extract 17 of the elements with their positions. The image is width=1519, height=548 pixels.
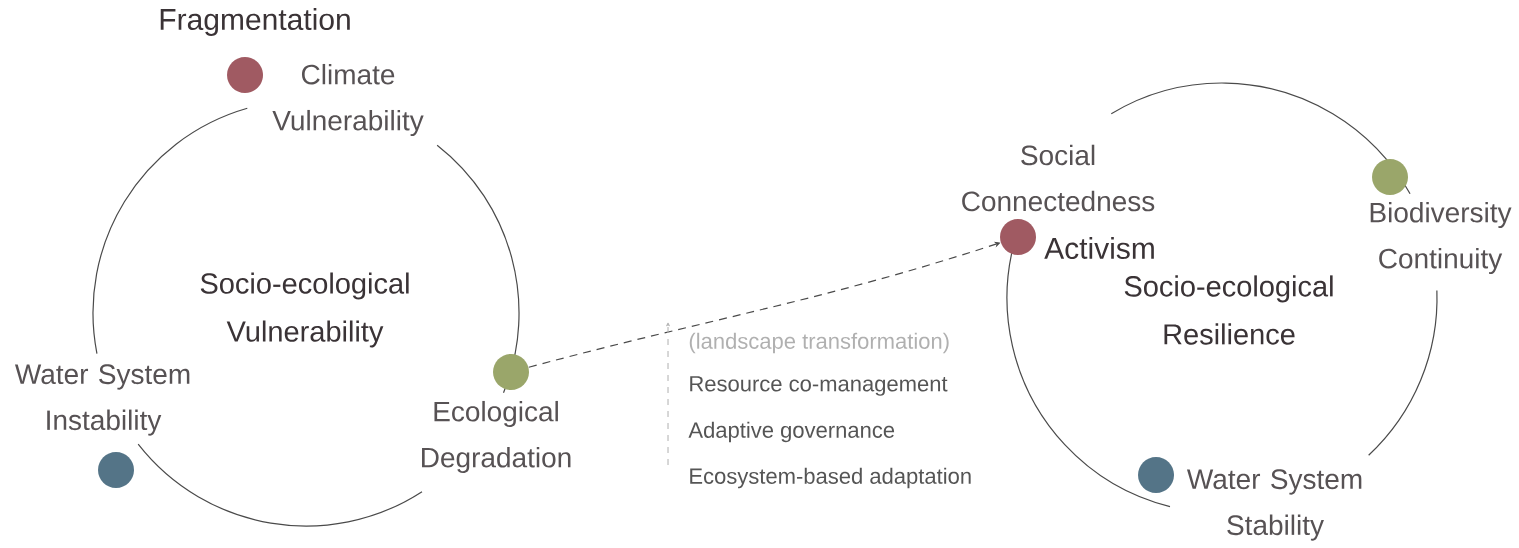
ring-title: Socio-ecological Resilience bbox=[1124, 275, 1333, 345]
list-item: Ecosystem-based adaptation bbox=[690, 467, 971, 489]
ring-title: Socio-ecological Vulnerability bbox=[200, 272, 409, 348]
dot-label: Water System Instability bbox=[15, 364, 190, 436]
list-item: Resource co-management bbox=[690, 376, 948, 396]
dot bbox=[493, 354, 529, 390]
dot bbox=[1000, 219, 1036, 255]
dot-label: Biodiversity Continuity bbox=[1370, 201, 1512, 275]
dot-label: Climate Vulnerability bbox=[272, 63, 424, 137]
dot-label: Fragmentation bbox=[160, 8, 350, 36]
dot-label: Ecological Degradation bbox=[422, 400, 571, 474]
list-item: Adaptive governance bbox=[688, 421, 895, 443]
dot-label: Water System Stability bbox=[1187, 469, 1362, 541]
list-item: (landscape transformation) bbox=[689, 332, 949, 354]
dot bbox=[227, 57, 263, 93]
dot-label: Social Connectedness bbox=[962, 144, 1155, 212]
dot-label: Activism bbox=[1044, 237, 1154, 259]
